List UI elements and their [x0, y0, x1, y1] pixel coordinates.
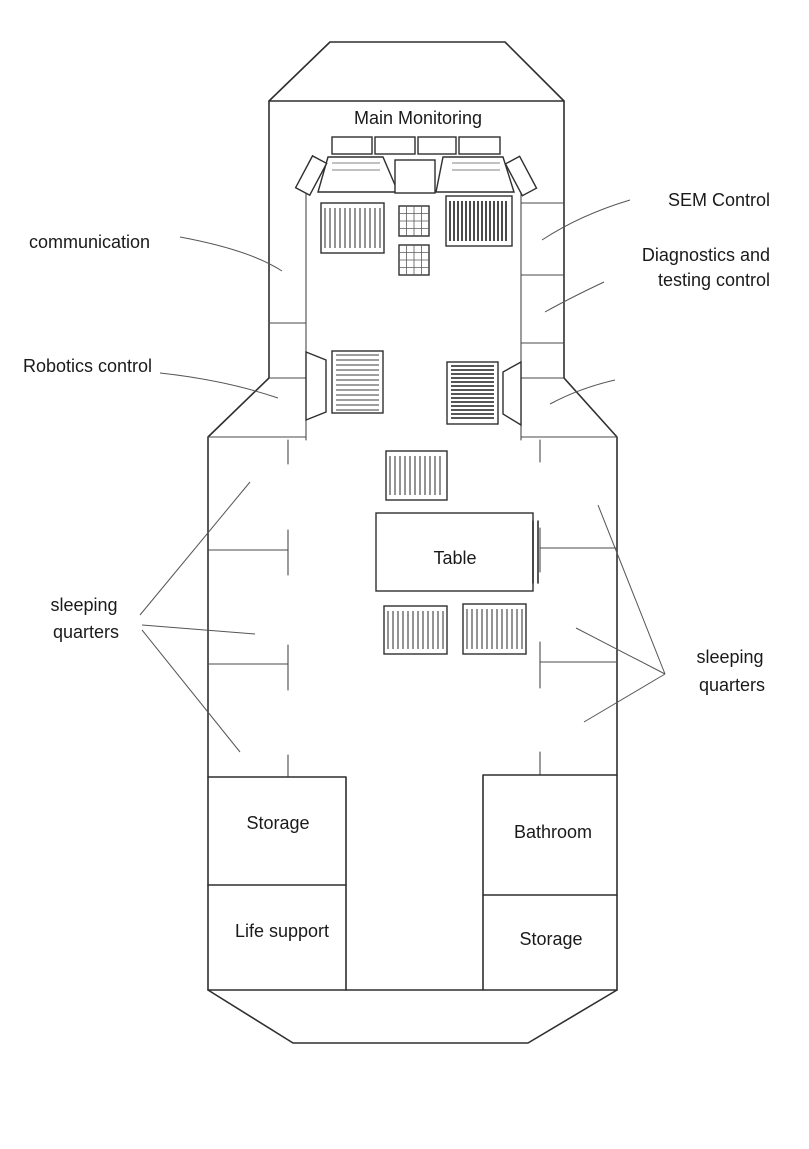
diagnostics-label-line2: testing control	[658, 270, 770, 290]
hull-outline	[207, 41, 618, 1044]
main-monitoring-label: Main Monitoring	[354, 108, 482, 128]
sleeping-partitions	[207, 439, 618, 778]
leader-lines	[139, 199, 666, 753]
monitoring-workstations	[320, 195, 513, 276]
diagnostics-label-line1: Diagnostics and	[642, 245, 770, 265]
lower-rooms	[207, 774, 618, 991]
sleeping-quarters-left-line2: quarters	[53, 622, 119, 642]
sleeping-quarters-left-line1: sleeping	[50, 595, 117, 615]
robotics-workstations	[305, 350, 522, 427]
sem-control-label: SEM Control	[668, 190, 770, 210]
sleeping-quarters-right-line2: quarters	[699, 675, 765, 695]
main-monitoring-console	[294, 136, 538, 197]
robotics-control-label: Robotics control	[23, 356, 152, 376]
communication-label: communication	[29, 232, 150, 252]
table-area	[375, 450, 539, 655]
sleeping-quarters-right-line1: sleeping	[696, 647, 763, 667]
storage-right-label: Storage	[519, 929, 582, 949]
bathroom-label: Bathroom	[514, 822, 592, 842]
table-label: Table	[433, 548, 476, 568]
storage-left-label: Storage	[246, 813, 309, 833]
life-support-label: Life support	[235, 921, 329, 941]
